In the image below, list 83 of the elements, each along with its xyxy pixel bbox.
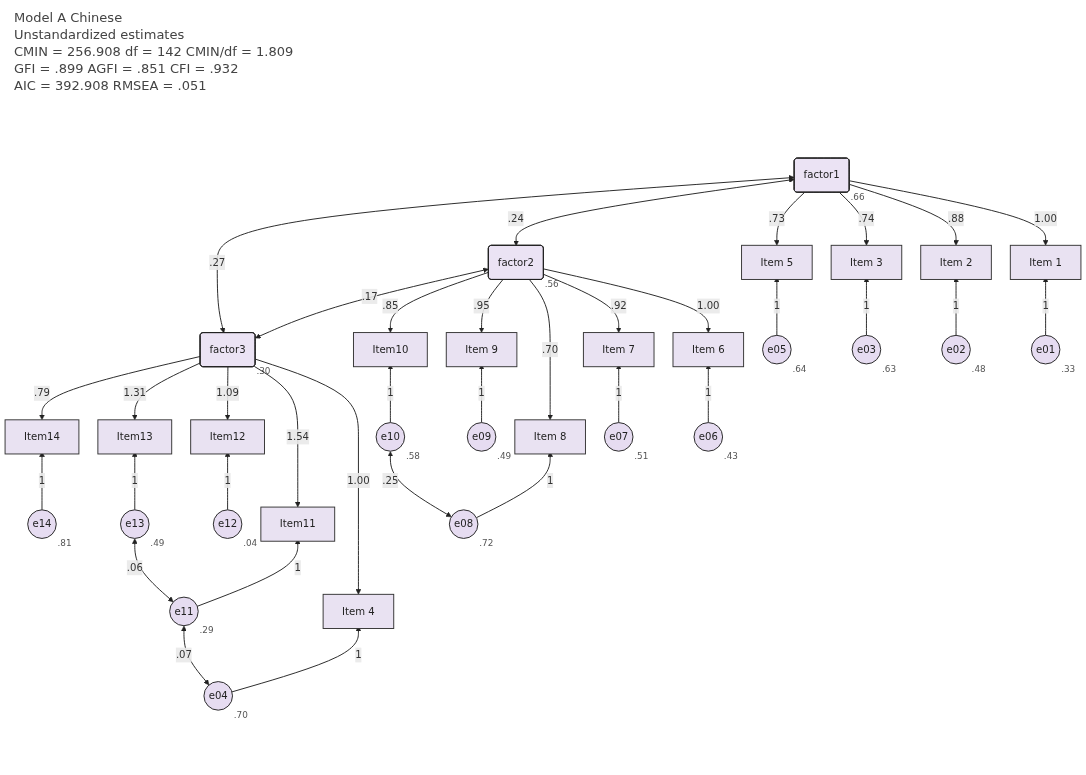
variance-label: .33 <box>1061 363 1076 374</box>
edge-label: 1.54 <box>286 430 310 443</box>
variance-label: .64 <box>792 363 807 374</box>
node-circle: e12 <box>212 509 243 539</box>
node-circle: e06 <box>693 422 724 452</box>
edge-label: 1 <box>387 387 394 400</box>
variance-label: .72 <box>479 538 494 549</box>
node-circle: e14 <box>27 509 57 539</box>
variance-label: .58 <box>405 450 420 461</box>
edge-label: 1.00 <box>697 299 720 312</box>
fit-statistics-note: GFI = .899 AGFI = .851 CFI = .932 <box>14 61 240 76</box>
node-box: Item14 <box>4 419 80 455</box>
edge-label: 1 <box>131 474 139 487</box>
node-circle: e01 <box>1030 334 1061 365</box>
edge-label: 1.00 <box>347 474 370 487</box>
node-box: Item 5 <box>741 244 813 281</box>
node-box: Item 2 <box>920 244 992 281</box>
edge-label: .88 <box>947 212 965 225</box>
edge-label: .17 <box>361 290 378 303</box>
variance-label: .48 <box>971 363 986 374</box>
variance-label: .29 <box>199 625 214 636</box>
edge-label: 1 <box>863 299 870 312</box>
edge-label: .25 <box>382 474 399 487</box>
edge-label: .27 <box>209 256 226 269</box>
edge-label: .74 <box>858 212 875 225</box>
edge-label: 1 <box>615 387 622 400</box>
edge-label: .07 <box>175 648 192 661</box>
variance-label: .66 <box>850 191 865 202</box>
edge-label: .70 <box>542 343 559 356</box>
node-circle: e10 <box>375 422 406 452</box>
node-circle: e03 <box>851 334 882 365</box>
variance-label: .49 <box>497 450 512 461</box>
node-box: Item12 <box>190 419 265 455</box>
edge-label: .92 <box>610 299 627 312</box>
fit-statistics-note: Unstandardized estimates <box>14 27 186 42</box>
edge-label: 1 <box>478 387 485 400</box>
node-circle: e07 <box>603 422 634 452</box>
variance-label: .81 <box>57 538 72 549</box>
node-box: Item10 <box>353 332 428 368</box>
node-circle: e13 <box>120 509 150 539</box>
variance-label: .49 <box>150 538 165 549</box>
edge-label: 1.00 <box>1034 212 1057 225</box>
node-circle: e05 <box>762 334 792 365</box>
edge-label: .79 <box>33 387 51 400</box>
node-box: Item 9 <box>445 332 518 368</box>
node-box: Item 6 <box>672 332 745 368</box>
edge-label: 1 <box>38 474 46 487</box>
fit-statistics-note: AIC = 392.908 RMSEA = .051 <box>14 78 208 93</box>
fit-statistics-note: Model A Chinese <box>14 10 124 25</box>
node-box: Item 1 <box>1009 244 1082 281</box>
variance-label: .51 <box>634 450 649 461</box>
edge-label: 1.09 <box>216 387 239 400</box>
variance-label: .63 <box>882 363 897 374</box>
edge-label: 1 <box>546 474 554 487</box>
node-box: Item 7 <box>582 332 655 368</box>
edge-label: 1 <box>224 474 231 487</box>
edge-label: 1 <box>705 387 712 400</box>
edge-label: 1 <box>355 648 362 661</box>
node-box: Item11 <box>260 506 336 542</box>
node-box: Item 8 <box>514 419 586 455</box>
node-box: Item 4 <box>322 593 395 630</box>
node-circle: e09 <box>466 422 497 452</box>
edge-label: .85 <box>382 299 399 312</box>
variance-label: .04 <box>243 538 258 549</box>
variance-label: .56 <box>544 279 559 290</box>
edge-label: 1 <box>1042 299 1049 312</box>
node-box: Item13 <box>97 419 173 455</box>
node-circle: e08 <box>448 509 479 539</box>
edge-label: 1.31 <box>123 387 147 400</box>
variance-label: .43 <box>723 450 738 461</box>
fit-statistics-note: CMIN = 256.908 df = 142 CMIN/df = 1.809 <box>14 44 295 59</box>
edge-label: 1 <box>294 561 301 574</box>
edge-label: .24 <box>507 212 524 225</box>
node-circle: e02 <box>941 334 971 365</box>
edge-label: 1 <box>773 299 781 312</box>
edge-label: .95 <box>473 299 490 312</box>
node-box: Item 3 <box>830 244 903 281</box>
edge-label: .06 <box>126 561 143 574</box>
node-circle: e11 <box>169 596 199 627</box>
edge-label: 1 <box>952 299 960 312</box>
edge-label: .73 <box>768 212 785 225</box>
node-circle: e04 <box>203 681 233 711</box>
variance-label: .70 <box>233 709 248 720</box>
